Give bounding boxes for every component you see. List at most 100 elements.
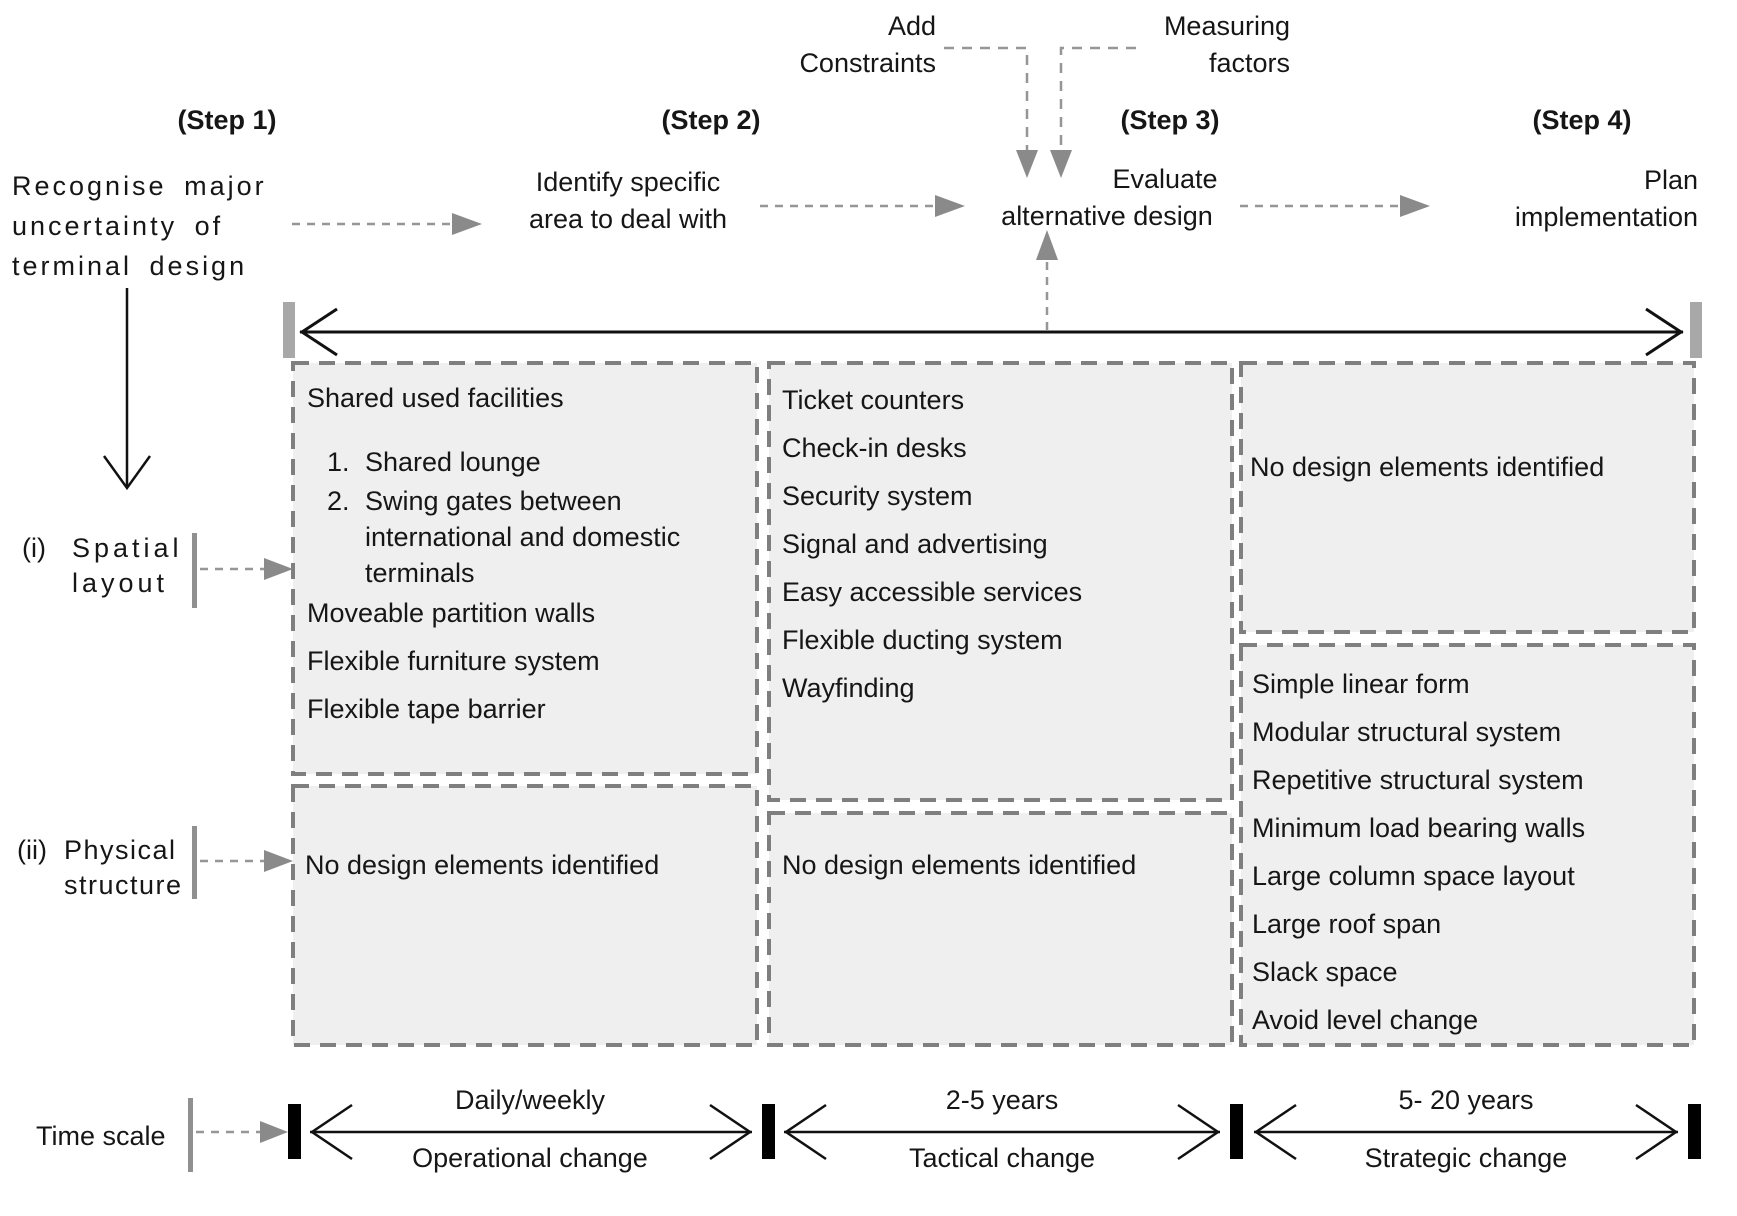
spatial-tactical-items: Ticket counters Check-in desks Security … (782, 376, 1082, 712)
timeline-seg1-change: Operational change (412, 1143, 648, 1173)
timeline-arrow-1-head-right-icon (709, 1103, 753, 1161)
timeline-seg1-duration: Daily/weekly (454, 1085, 606, 1115)
list-item-number: 1. (327, 447, 350, 477)
box-spatial-tactical (767, 361, 1234, 802)
list-item-text: Shared lounge (365, 447, 541, 477)
physical-row-line2: structure (64, 870, 183, 900)
span-cap-left (283, 302, 295, 358)
spatial-row-line2: layout (72, 568, 169, 598)
timeline-arrow-2-head-right-icon (1177, 1103, 1221, 1161)
spatial-operational-title: Shared used facilities (307, 383, 564, 413)
physical-operational-text: No design elements identified (305, 850, 660, 880)
spatial-arrow-head-icon (264, 558, 293, 580)
spatial-tick (192, 533, 197, 608)
physical-tactical-text: No design elements identified (782, 850, 1137, 880)
flow-arrow-2-head-icon (935, 195, 965, 217)
add-constraints-connector-line (944, 46, 1029, 150)
time-scale-tick (188, 1098, 193, 1172)
spatial-row-index: (i) (22, 533, 46, 563)
time-scale-arrow-head-icon (260, 1121, 288, 1143)
spatial-operational-items: Moveable partition walls Flexible furnit… (307, 589, 600, 733)
timeline-seg3-change: Strategic change (1364, 1143, 1568, 1173)
spatial-operational-numbered-list: 1. Shared lounge 2. Swing gates between … (327, 444, 740, 594)
physical-strategic-items: Simple linear form Modular structural sy… (1252, 660, 1585, 1044)
box-physical-strategic (1239, 643, 1696, 1047)
step2-text: Identify specific area to deal with (478, 164, 778, 238)
timeline-seg2-change: Tactical change (908, 1143, 1096, 1173)
timeline-bar-4 (1688, 1104, 1701, 1159)
timeline-arrow-3-head-left-icon (1253, 1103, 1297, 1161)
list-item: Flexible furniture system (307, 646, 600, 676)
box-physical-tactical (767, 811, 1234, 1047)
list-item: Ticket counters (782, 385, 965, 415)
add-constraints-line1: Add (887, 11, 936, 41)
step4-text-line1: Plan (1643, 165, 1698, 195)
list-item: Repetitive structural system (1252, 765, 1584, 795)
spatial-row-line1: Spatial (72, 533, 183, 563)
list-item: Large roof span (1252, 909, 1442, 939)
time-scale-label: Time scale (36, 1121, 166, 1151)
list-item: Moveable partition walls (307, 598, 596, 628)
step1-label: (Step 1) (177, 105, 277, 135)
list-item: Flexible ducting system (782, 625, 1063, 655)
list-item: Signal and advertising (782, 529, 1048, 559)
list-item: Large column space layout (1252, 861, 1575, 891)
spatial-strategic-text: No design elements identified (1250, 452, 1605, 482)
add-constraints-arrow-head-icon (1016, 150, 1038, 178)
flow-arrow-3-head-icon (1400, 195, 1430, 217)
timeline-bar-3 (1230, 1104, 1243, 1159)
timeline-seg2-duration: 2-5 years (945, 1085, 1059, 1115)
flow-arrow-1-head-icon (452, 213, 482, 235)
list-item-number: 2. (327, 486, 350, 516)
list-item: Wayfinding (782, 673, 915, 703)
timeline-arrow-1-head-left-icon (309, 1103, 353, 1161)
physical-row-line1: Physical (64, 835, 177, 865)
add-constraints-line2: Constraints (799, 48, 936, 78)
list-item: Easy accessible services (782, 577, 1083, 607)
step3-text-line1: Evaluate (1112, 164, 1218, 194)
timeline-bar-1 (288, 1104, 301, 1159)
spatial-row-label: Spatial layout (72, 531, 183, 601)
add-constraints-label: Add Constraints (736, 8, 936, 82)
list-item: Security system (782, 481, 973, 511)
list-item: 1. Shared lounge (327, 444, 740, 480)
list-item: Minimum load bearing walls (1252, 813, 1586, 843)
box-spatial-operational (291, 361, 759, 776)
physical-tick (192, 826, 197, 899)
step1-text: Recognise major uncertainty of terminal … (12, 166, 267, 286)
list-item: Check-in desks (782, 433, 967, 463)
measuring-factors-label: Measuring factors (1090, 8, 1290, 82)
span-arrow-head-left-icon (299, 307, 338, 357)
box-physical-operational (291, 784, 759, 1047)
list-item: Modular structural system (1252, 717, 1562, 747)
step1-down-arrow-head-icon (102, 455, 152, 491)
box-spatial-strategic (1239, 361, 1696, 634)
span-cap-right (1690, 302, 1702, 358)
step1-text-line3: terminal design (12, 251, 248, 281)
step3-label: (Step 3) (1120, 105, 1220, 135)
list-item: Flexible tape barrier (307, 694, 546, 724)
step1-text-line2: uncertainty of (12, 211, 224, 241)
step2-text-line2: area to deal with (528, 204, 728, 234)
step4-text: Plan implementation (1440, 162, 1698, 236)
list-item: Simple linear form (1252, 669, 1470, 699)
step4-label: (Step 4) (1532, 105, 1632, 135)
list-item: 2. Swing gates between international and… (327, 483, 740, 591)
step2-label: (Step 2) (661, 105, 761, 135)
measuring-factors-line2: factors (1208, 48, 1290, 78)
list-item: Avoid level change (1252, 1005, 1479, 1035)
list-item: Slack space (1252, 957, 1398, 987)
measuring-factors-connector-line (1059, 46, 1136, 150)
measuring-factors-line1: Measuring (1163, 11, 1290, 41)
timeline-bar-2 (762, 1104, 775, 1159)
list-item-text: Swing gates between international and do… (365, 486, 681, 588)
step2-text-line1: Identify specific (535, 167, 721, 197)
step1-text-line1: Recognise major (12, 171, 267, 201)
timeline-arrow-3-head-right-icon (1635, 1103, 1679, 1161)
step3-text-line2: alternative design (1001, 201, 1213, 231)
timeline-arrow-2-head-left-icon (783, 1103, 827, 1161)
matrix-to-evaluate-head-icon (1036, 230, 1058, 260)
step4-text-line2: implementation (1514, 202, 1698, 232)
